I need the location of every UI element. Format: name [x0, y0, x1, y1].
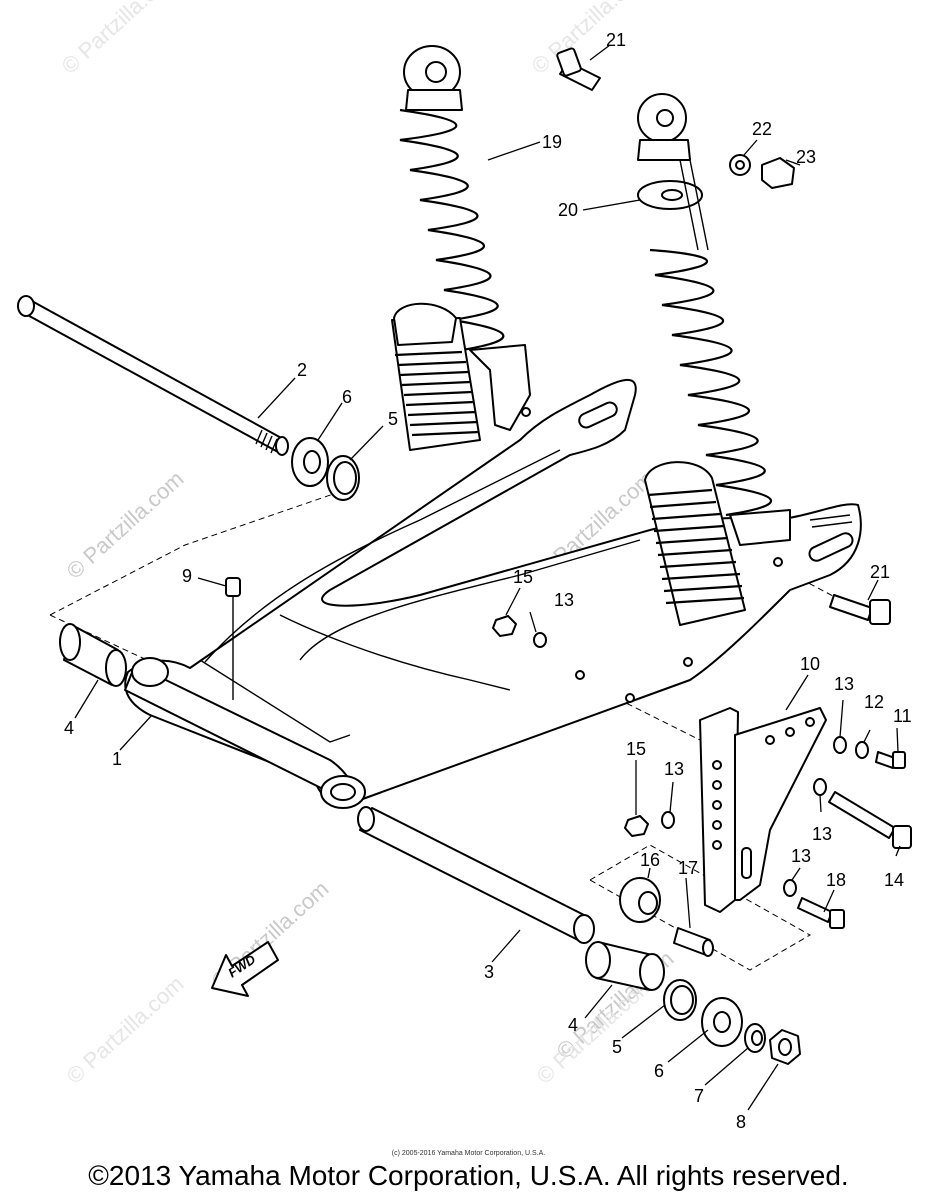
- bracket-hardware: [492, 594, 912, 929]
- watermark: © Partzilla.com: [527, 0, 654, 79]
- callout-12: 12: [864, 692, 884, 712]
- small-credit-line: (c) 2005-2016 Yamaha Motor Corporation, …: [391, 1150, 546, 1157]
- callout-9: 9: [182, 566, 192, 586]
- callout-4: 4: [64, 718, 74, 738]
- callout-labels: 1 2 3 4 4 5 5 6 6 7 8 9 10 11 12 13 13 1…: [64, 30, 912, 1132]
- callout-17: 17: [678, 858, 698, 878]
- callout-18: 18: [826, 870, 846, 890]
- callout-16: 16: [640, 850, 660, 870]
- callout-13: 13: [554, 590, 574, 610]
- copyright-line: ©2013 Yamaha Motor Corporation, U.S.A. A…: [88, 1160, 849, 1191]
- callout-23: 23: [796, 147, 816, 167]
- callout-22: 22: [752, 119, 772, 139]
- callout-11: 11: [893, 706, 912, 726]
- callout-10: 10: [800, 654, 820, 674]
- callout-21: 21: [870, 562, 890, 582]
- callout-19: 19: [542, 132, 562, 152]
- watermark: © Partzilla.com: [62, 466, 189, 584]
- shock-absorber-right: [556, 47, 795, 626]
- callout-13: 13: [791, 846, 811, 866]
- right-pivot-hardware: [585, 941, 801, 1065]
- callout-4: 4: [568, 1015, 578, 1035]
- pivot-axle: [17, 295, 289, 456]
- callout-21: 21: [606, 30, 626, 50]
- callout-5: 5: [612, 1037, 622, 1057]
- bushing-left: [59, 623, 127, 687]
- callout-6: 6: [654, 1061, 664, 1081]
- callout-15: 15: [626, 739, 646, 759]
- callout-13: 13: [664, 759, 684, 779]
- callout-6: 6: [342, 387, 352, 407]
- axle-washers: [291, 437, 360, 501]
- swingarm: [124, 378, 862, 809]
- watermark: © Partzilla.com: [57, 0, 184, 79]
- leader-lines: [74, 44, 901, 1111]
- callout-7: 7: [694, 1086, 704, 1106]
- brake-bracket: [699, 707, 827, 913]
- spacer-and-collar: [619, 877, 714, 957]
- shock-absorber-left: [391, 45, 531, 451]
- callout-13: 13: [812, 824, 832, 844]
- callout-3: 3: [484, 962, 494, 982]
- callout-15: 15: [513, 567, 533, 587]
- pivot-shaft: [357, 806, 595, 944]
- callout-5: 5: [388, 409, 398, 429]
- callout-20: 20: [558, 200, 578, 220]
- callout-14: 14: [884, 870, 904, 890]
- grease-nipple: [225, 577, 241, 700]
- callout-13: 13: [834, 674, 854, 694]
- watermark: © Partzilla.com: [62, 971, 189, 1089]
- callout-8: 8: [736, 1112, 746, 1132]
- callout-1: 1: [112, 749, 122, 769]
- callout-2: 2: [297, 360, 307, 380]
